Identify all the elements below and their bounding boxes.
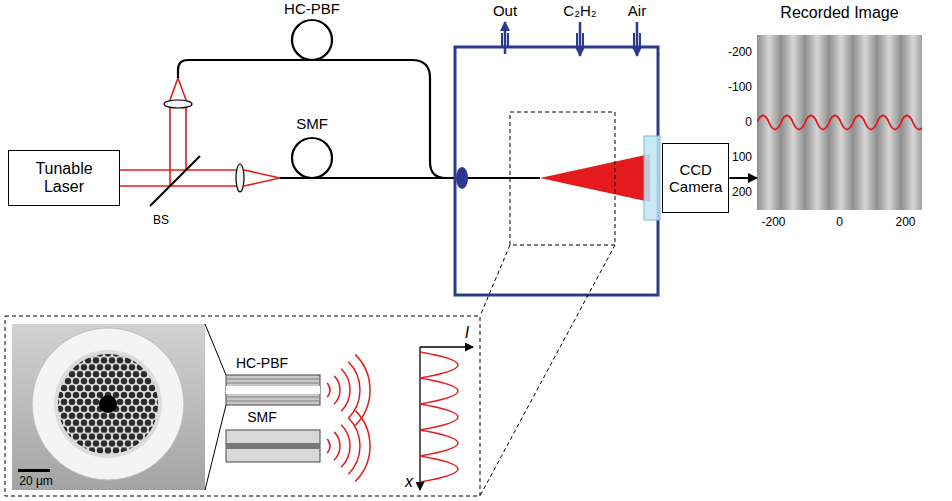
box-label: CCD Camera (669, 161, 722, 196)
axis-tick: -200 (761, 216, 785, 229)
laser-beam (120, 78, 280, 186)
fiber-label: SMF (247, 410, 277, 425)
port-tube (633, 33, 635, 47)
wavefronts (327, 355, 370, 482)
fiber-label: HC-PBF (236, 356, 288, 371)
axis-label: x (405, 473, 413, 491)
axis-tick: 0 (836, 216, 843, 229)
laser-beam (120, 185, 240, 187)
bandgap-layer (226, 401, 320, 402)
bandgap-layer (226, 379, 320, 380)
panel-heading: Recorded Image (780, 4, 898, 22)
port-tube (576, 33, 578, 47)
axis-tick: -200 (728, 46, 752, 59)
fiber-coil (292, 20, 332, 60)
wavefront (348, 418, 360, 475)
intensity-axis (420, 346, 473, 347)
fiber-cladding (32, 328, 184, 480)
fiber-coil (292, 138, 332, 178)
flow-arrow (636, 22, 639, 56)
wavefront (355, 411, 370, 482)
fiber-label: HC-PBF (284, 1, 340, 18)
hollow-core (99, 395, 117, 413)
magnification-line (205, 324, 226, 375)
hc-pbf-fiber-end (226, 375, 320, 405)
image-panel: Recorded Image (757, 35, 922, 210)
axis-tick: 0 (745, 116, 752, 129)
port-tube (639, 33, 641, 47)
sem-image (12, 324, 205, 490)
bandgap-layer (226, 397, 320, 398)
zoom-region (510, 112, 615, 245)
photonic-crystal (58, 354, 158, 454)
zoom-line (480, 245, 510, 316)
flow-arrow (504, 22, 507, 54)
position-axis (419, 347, 420, 490)
bandgap-layers (226, 379, 320, 401)
box-label: Tunable Laser (35, 160, 92, 197)
gas-chamber (455, 47, 658, 295)
axis-tick: 200 (895, 216, 915, 229)
interference-image (757, 35, 922, 210)
gas-port (502, 22, 640, 56)
zoom-line (480, 245, 615, 496)
component-label: BS (153, 214, 169, 227)
wavefront (355, 355, 370, 426)
laser-beam (169, 104, 171, 186)
output-beam-cone (540, 154, 650, 202)
fiber-cladding (54, 350, 162, 458)
axis-tick: -100 (728, 81, 752, 94)
magnification-line (205, 405, 226, 490)
inset-frame (5, 316, 480, 496)
port-tube (507, 33, 509, 47)
wavefront (334, 432, 340, 460)
beam-splitter (150, 156, 200, 206)
laser-box: Tunable Laser (8, 150, 120, 206)
optical-fiber (178, 20, 540, 178)
camera-box: CCD Camera (662, 143, 729, 213)
port-tube (582, 33, 584, 47)
laser-beam (185, 104, 187, 170)
fiber-core (226, 443, 320, 449)
wavefront (334, 376, 340, 404)
focused-beam (244, 170, 280, 186)
bandgap-layer (226, 383, 320, 384)
fiber-feedthrough (456, 167, 468, 189)
port-label: Air (628, 3, 646, 20)
wavefront (341, 369, 350, 411)
wavefront (327, 439, 330, 453)
port-tube (501, 33, 503, 47)
laser-beam (120, 169, 240, 171)
scale-bar (18, 469, 50, 472)
axis-label: I (465, 324, 469, 342)
scale-bar-label: 20 μm (19, 475, 53, 488)
chamber-window (644, 136, 660, 220)
lens (164, 100, 192, 108)
fiber-path (178, 60, 446, 178)
axis-tick: 100 (732, 151, 752, 164)
hollow-core (226, 386, 320, 394)
wavefront (341, 425, 350, 467)
interference-curve (420, 352, 458, 482)
wavefront (327, 383, 330, 397)
port-label: Out (493, 3, 517, 20)
axis-tick: 200 (732, 186, 752, 199)
focused-beam (170, 78, 186, 100)
intensity-profile (757, 116, 922, 130)
fiber-label: SMF (296, 116, 328, 133)
signal-arrow (729, 177, 757, 179)
wavefront (348, 362, 360, 419)
flow-arrow (579, 22, 582, 56)
port-label: C₂H₂ (563, 3, 596, 20)
smf-fiber-end (226, 430, 320, 462)
lens (236, 164, 244, 192)
